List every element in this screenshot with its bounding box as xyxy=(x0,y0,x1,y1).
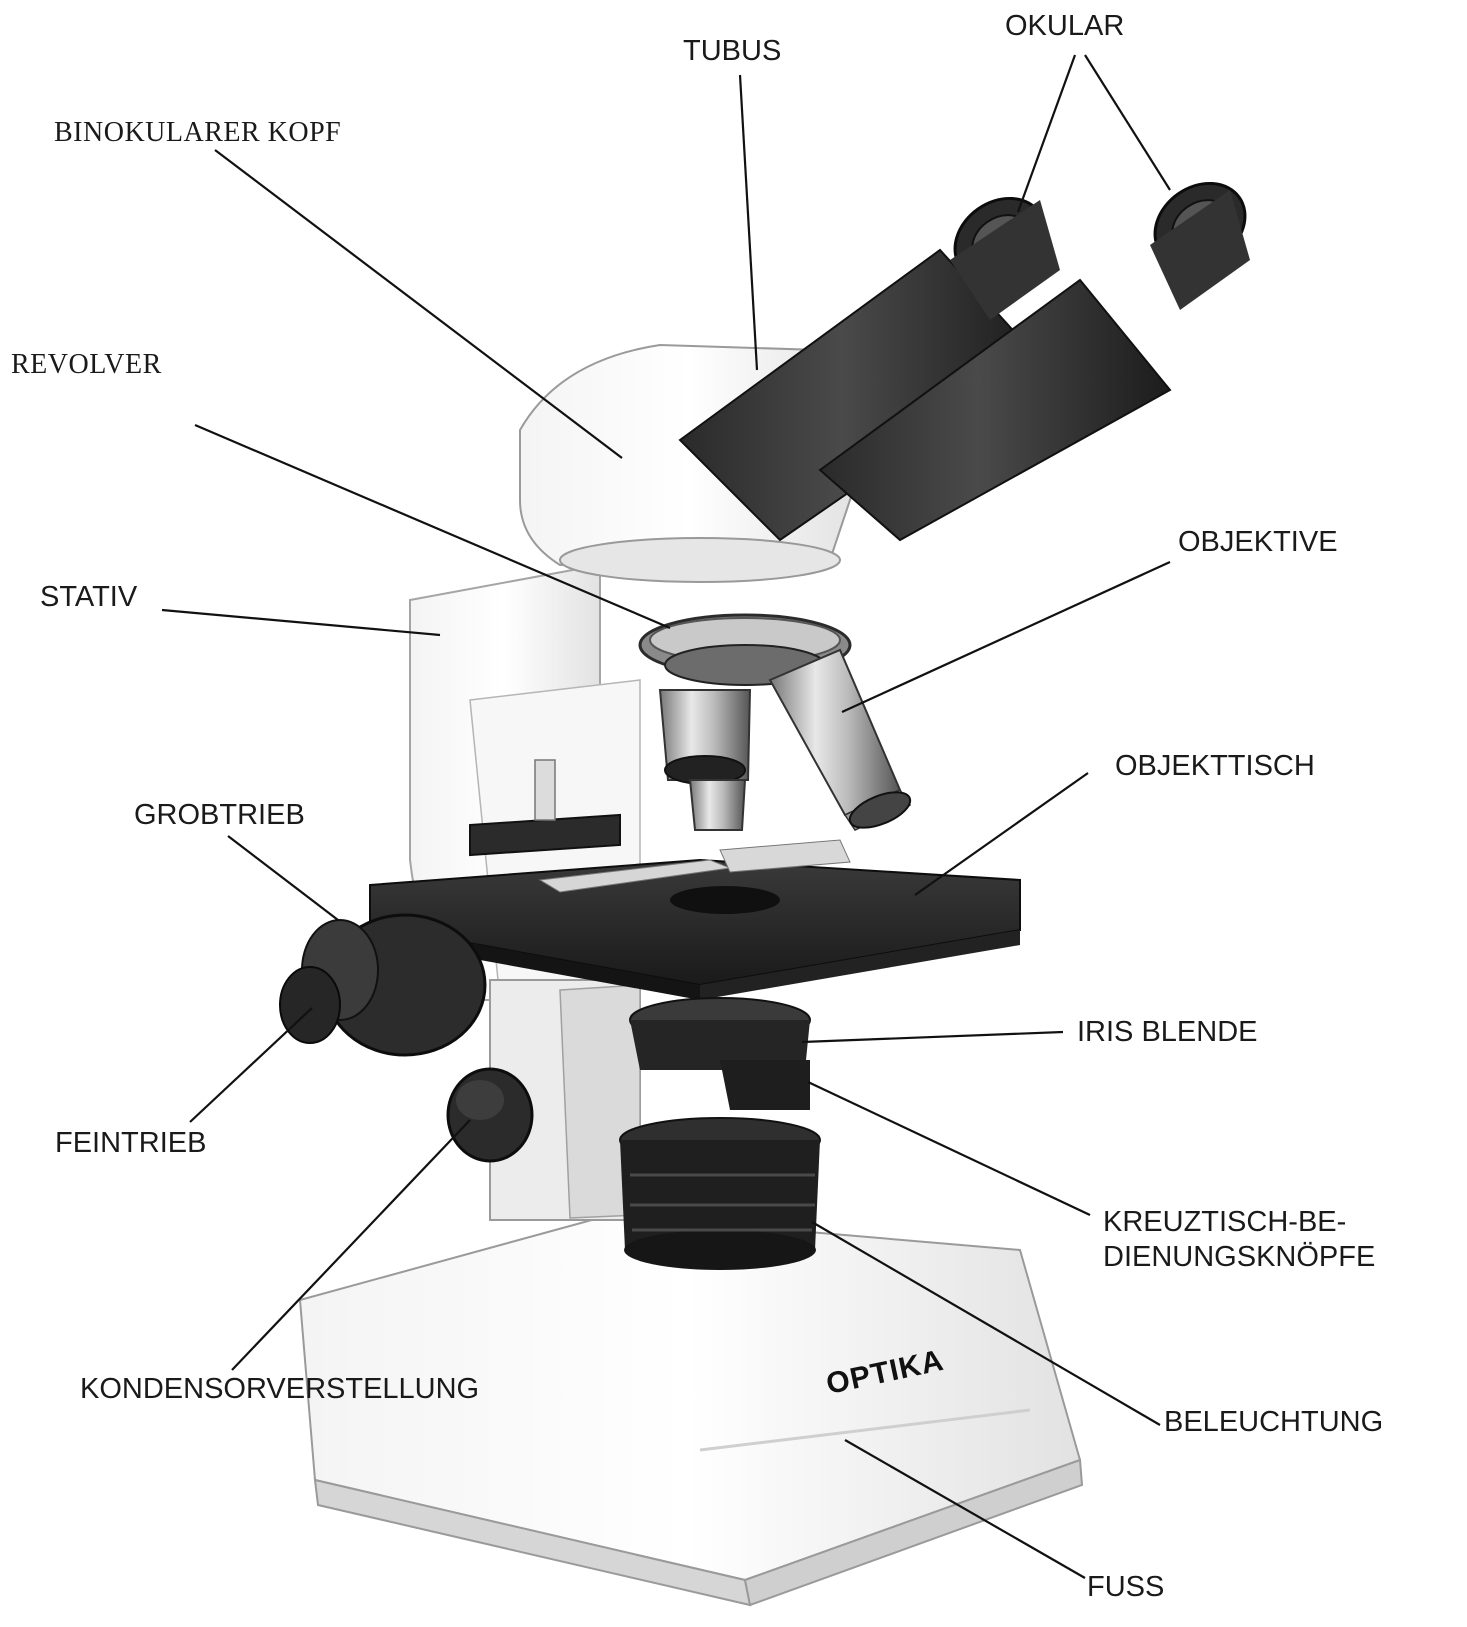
label-okular: OKULAR xyxy=(1005,12,1124,41)
label-binokularer-kopf: BINOKULARER KOPF xyxy=(54,119,341,147)
label-stativ: STATIV xyxy=(40,583,137,612)
leader-binokularer-kopf xyxy=(215,150,622,458)
label-grobtrieb: GROBTRIEB xyxy=(134,801,305,830)
label-revolver: REVOLVER xyxy=(11,351,162,379)
leader-stativ xyxy=(162,610,440,635)
label-objektive: OBJEKTIVE xyxy=(1178,528,1338,557)
leader-tubus xyxy=(740,75,757,370)
label-tubus: TUBUS xyxy=(683,37,781,66)
leader-grobtrieb xyxy=(228,836,338,920)
leader-okular-right xyxy=(1085,55,1170,190)
label-feintrieb: FEINTRIEB xyxy=(55,1129,206,1158)
label-kondensorverstellung: KONDENSORVERSTELLUNG xyxy=(80,1375,479,1404)
label-fuss: FUSS xyxy=(1087,1573,1164,1602)
label-kreuztisch-line1: KREUZTISCH-BE- xyxy=(1103,1208,1346,1237)
leader-iris-blende xyxy=(802,1032,1063,1042)
leader-okular-left xyxy=(1018,55,1075,212)
foot xyxy=(300,1215,1082,1605)
label-objekttisch: OBJEKTTISCH xyxy=(1115,752,1315,781)
leader-objekttisch xyxy=(915,773,1088,895)
leader-objektive xyxy=(842,562,1170,712)
leader-kreuztisch xyxy=(808,1082,1090,1215)
label-beleuchtung: BELEUCHTUNG xyxy=(1164,1408,1383,1437)
condenser xyxy=(620,998,820,1270)
label-kreuztisch-line2: DIENUNGSKNÖPFE xyxy=(1103,1243,1375,1272)
leader-feintrieb xyxy=(190,1008,312,1122)
label-iris-blende: IRIS BLENDE xyxy=(1077,1018,1258,1047)
